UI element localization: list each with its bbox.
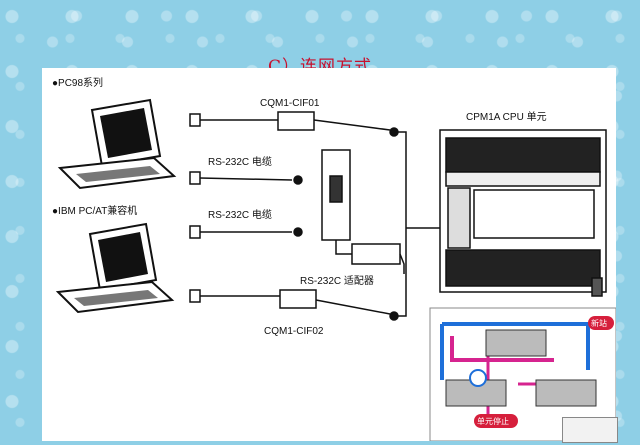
ibm-laptop-icon xyxy=(55,222,175,314)
rs232c-b-label: RS-232C 电缆 xyxy=(208,208,272,221)
network-diagram: ●PC98系列 ●IBM PC/AT兼容机 CQM1-CIF01 RS-232C… xyxy=(52,76,616,441)
bus-line xyxy=(394,131,440,317)
cif02-cable xyxy=(189,289,399,321)
rs232c-adapter xyxy=(321,149,405,274)
network-inset: 新站 单元停止 xyxy=(429,307,616,441)
cif01-cable xyxy=(189,111,399,137)
ibm-label: ●IBM PC/AT兼容机 xyxy=(52,204,137,217)
inset-badge-bottom: 单元停止 xyxy=(477,416,509,426)
rs232c-cable-a xyxy=(189,171,303,185)
pc98-laptop-icon xyxy=(57,98,177,190)
rs232c-a-label: RS-232C 电缆 xyxy=(208,155,272,168)
cif01-label: CQM1-CIF01 xyxy=(260,98,320,109)
cpu-label: CPM1A CPU 单元 xyxy=(466,111,547,123)
adapter-label: RS-232C 适配器 xyxy=(300,275,374,287)
rs232c-cable-b xyxy=(189,225,303,239)
inset-callout xyxy=(562,417,618,443)
home-icon xyxy=(469,369,487,387)
cif02-label: CQM1-CIF02 xyxy=(264,326,324,337)
inset-badge-top: 新站 xyxy=(591,318,607,328)
pc98-label: ●PC98系列 xyxy=(52,76,103,89)
cpm1a-cpu-unit xyxy=(439,129,607,297)
